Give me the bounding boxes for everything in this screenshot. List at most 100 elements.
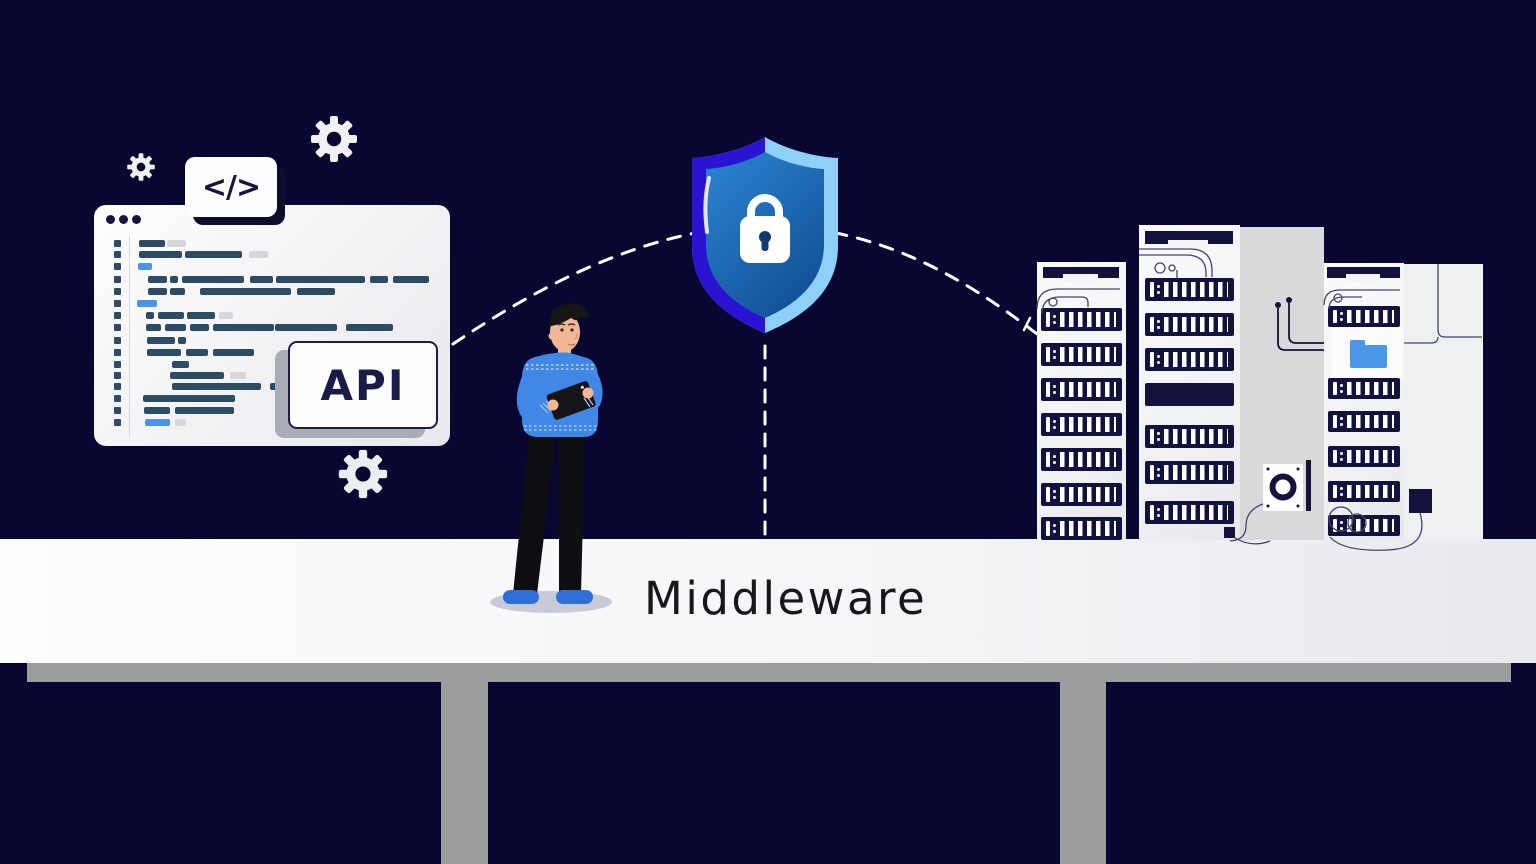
code-line-bar (170, 276, 178, 283)
server-row (1041, 378, 1122, 401)
server-row (1145, 278, 1234, 301)
security-shield-lock-icon (692, 137, 838, 333)
floor-band (0, 539, 1536, 663)
code-line-bar (148, 288, 167, 295)
code-line-bar (178, 337, 186, 344)
cable-box (1409, 489, 1432, 513)
code-line-bar (146, 324, 161, 331)
code-line-bar (219, 312, 233, 319)
server-row (1145, 461, 1234, 484)
code-line-bar (145, 419, 170, 426)
code-sidebar-square (114, 324, 121, 331)
code-sidebar-square (114, 419, 121, 426)
lock-icon (740, 194, 790, 263)
server-row (1145, 501, 1234, 524)
server-row (1041, 343, 1122, 366)
code-line-bar (170, 372, 224, 379)
rack-header (1145, 231, 1233, 248)
rack-header (1327, 267, 1400, 282)
code-line-bar (137, 300, 157, 307)
person-illustration (490, 303, 612, 613)
code-line-bar (147, 337, 175, 344)
traffic-dot (132, 215, 141, 224)
code-line-bar (250, 276, 273, 283)
code-line-bar (182, 276, 244, 283)
hand (547, 399, 559, 411)
code-line-bar (175, 407, 234, 414)
middleware-label: Middleware (644, 572, 928, 625)
code-line-bar (139, 240, 165, 247)
cable-box-small (1224, 527, 1235, 538)
pant-leg (559, 437, 585, 594)
hand (582, 387, 594, 399)
code-line-bar (275, 324, 337, 331)
code-sidebar-square (114, 337, 121, 344)
code-line-bar (165, 324, 186, 331)
code-tag-icon: </> (185, 157, 277, 217)
table-leg-right (1060, 682, 1106, 864)
code-sidebar-square (114, 300, 121, 307)
code-line-bar (170, 288, 185, 295)
server-row (1145, 313, 1234, 336)
code-gutter-line (129, 235, 130, 437)
shoe (503, 590, 539, 604)
code-line-bar (393, 276, 429, 283)
pant-leg (513, 437, 556, 594)
server-row (1041, 517, 1122, 540)
gear-icon (127, 153, 155, 181)
server-row (1328, 378, 1400, 399)
server-row (1041, 413, 1122, 436)
code-line-bar (144, 407, 170, 414)
code-sidebar-square (114, 312, 121, 319)
server-row (1145, 425, 1234, 448)
code-line-bar (186, 349, 208, 356)
code-sidebar-square (114, 395, 121, 402)
server-row (1328, 306, 1400, 327)
code-sidebar-square (114, 263, 121, 270)
fan-icon (1263, 460, 1311, 511)
code-line-bar (175, 419, 186, 426)
rack-header (1043, 267, 1119, 282)
code-sidebar-square (114, 288, 121, 295)
code-line-bar (213, 324, 274, 331)
server-row (1145, 348, 1234, 371)
code-line-bar (185, 251, 242, 258)
api-label: API (320, 360, 406, 410)
code-line-bar (297, 288, 335, 295)
server-row (1041, 308, 1122, 331)
folder-icon (1350, 340, 1387, 368)
code-sidebar-square (114, 361, 121, 368)
code-sidebar-square (114, 276, 121, 283)
code-sidebar-square (114, 251, 121, 258)
code-line-bar (143, 395, 235, 402)
window-traffic-dots (106, 215, 141, 224)
server-row (1328, 446, 1400, 467)
code-line-bar (172, 383, 261, 390)
code-tag-label: </> (201, 169, 261, 205)
table-edge (27, 663, 1511, 682)
code-sidebar-square (114, 240, 121, 247)
code-line-bar (249, 251, 268, 258)
code-line-bar (270, 383, 296, 390)
code-line-bar (172, 361, 189, 368)
code-line-bar (158, 312, 184, 319)
code-line-bar (190, 324, 209, 331)
code-line-bar (139, 251, 182, 258)
code-line-bar (146, 312, 154, 319)
code-sidebar-square (114, 372, 121, 379)
table-leg-left (441, 682, 488, 864)
server-row (1041, 448, 1122, 471)
server-row (1328, 481, 1400, 502)
code-line-bar (213, 349, 254, 356)
server-rack-right (1324, 263, 1404, 540)
code-sidebar-square (114, 349, 121, 356)
code-sidebar-square (114, 383, 121, 390)
traffic-dot (106, 215, 115, 224)
traffic-dot (119, 215, 128, 224)
code-line-bar (147, 349, 181, 356)
shoe (556, 590, 593, 604)
api-box: API (288, 341, 438, 429)
